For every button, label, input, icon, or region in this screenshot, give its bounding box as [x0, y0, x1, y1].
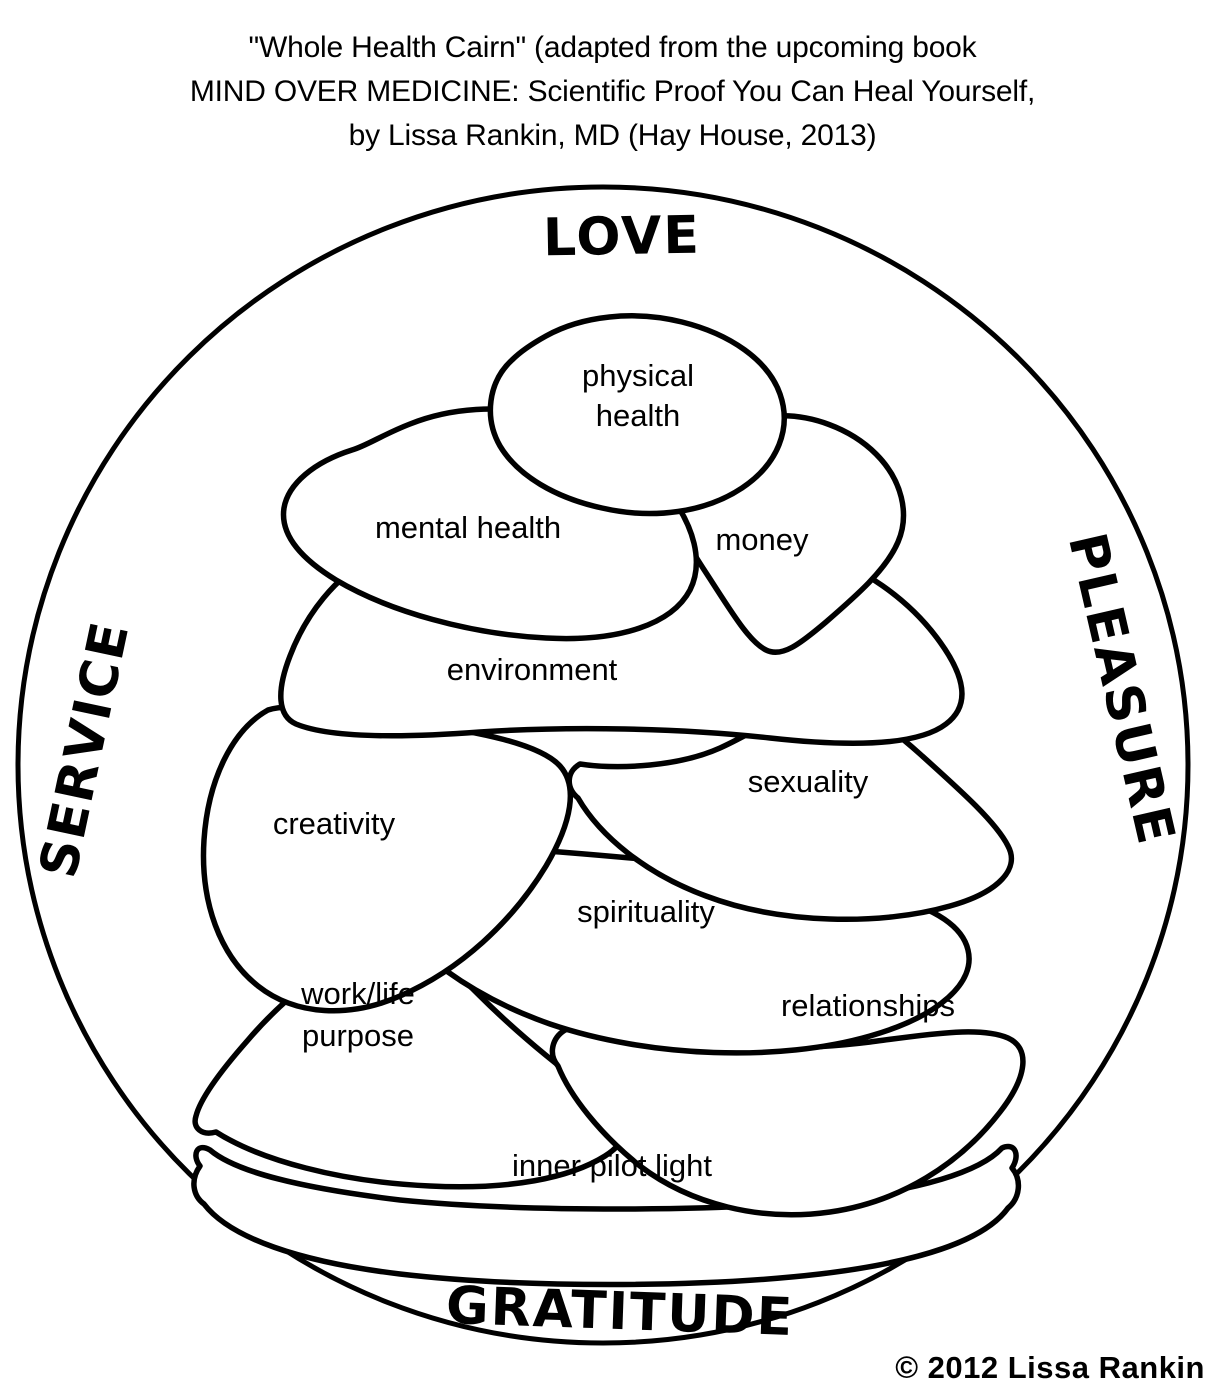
stone-label-work-life-purpose-line1: work/life [300, 976, 415, 1011]
stone-label-environment: environment [447, 652, 618, 687]
stone-label-money: money [715, 522, 809, 557]
copyright-notice: © 2012 Lissa Rankin [895, 1350, 1205, 1385]
outer-circle [15, 184, 1191, 1346]
whole-health-cairn-diagram: physical health mental health money envi… [15, 184, 1191, 1348]
ring-label-gratitude: GRATITUDE [445, 1276, 795, 1348]
stone-label-mental-health: mental health [375, 510, 561, 545]
ring-label-love: LOVE [543, 206, 702, 269]
page-title: "Whole Health Cairn" (adapted from the u… [0, 26, 1225, 158]
stone-label-relationships: relationships [781, 988, 955, 1023]
ring-label-service: SERVICE [29, 616, 142, 883]
title-line-1: "Whole Health Cairn" (adapted from the u… [248, 31, 977, 64]
stone-label-creativity: creativity [273, 806, 396, 841]
stone-label-physical-health-line2: health [596, 398, 680, 433]
stone-physical-health[interactable] [487, 313, 787, 517]
title-line-2: MIND OVER MEDICINE: Scientific Proof You… [189, 75, 1036, 108]
stone-label-spirituality: spirituality [577, 894, 715, 929]
stone-label-inner-pilot-light: inner pilot light [512, 1148, 712, 1183]
ring-label-pleasure: PLEASURE [1056, 528, 1186, 852]
stone-label-physical-health-line1: physical [582, 358, 694, 393]
stone-label-sexuality: sexuality [748, 764, 869, 799]
stone-inner-pilot-light[interactable] [191, 1143, 1022, 1288]
stone-label-work-life-purpose-line2: purpose [302, 1018, 414, 1053]
title-line-3: by Lissa Rankin, MD (Hay House, 2013) [348, 119, 877, 152]
